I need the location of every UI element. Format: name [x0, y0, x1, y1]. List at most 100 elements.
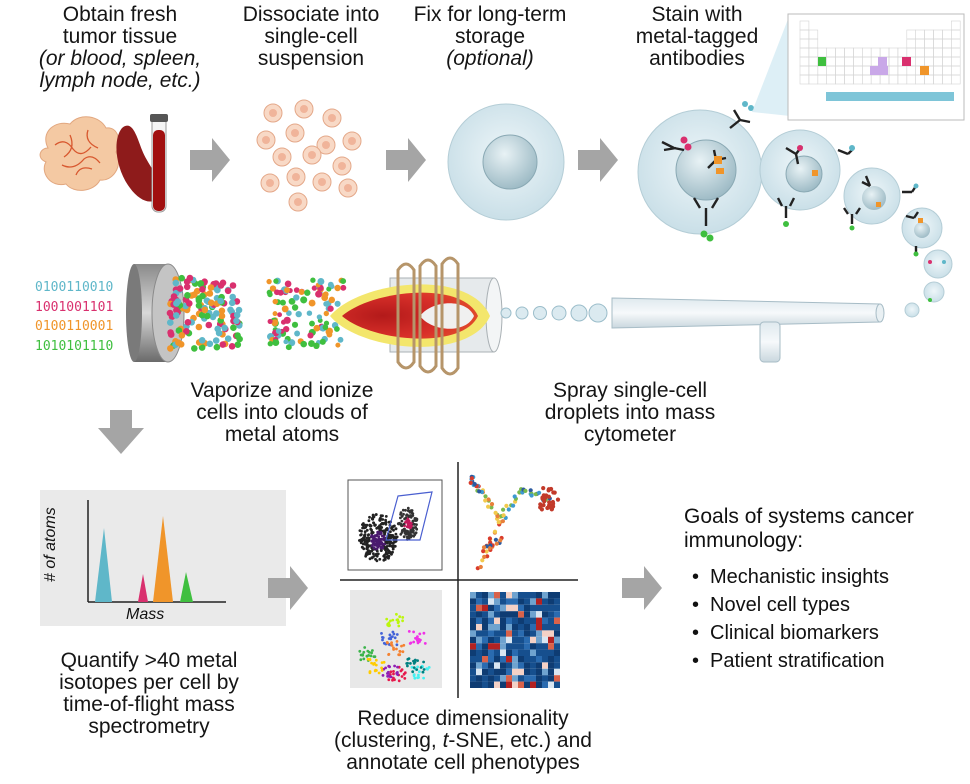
- tsne-point: [395, 612, 398, 616]
- heatmap-cell: [500, 656, 506, 663]
- heatmap-cell: [500, 668, 506, 676]
- atom-dot: [198, 311, 206, 319]
- scatter-point: [372, 552, 375, 556]
- tsne-point: [374, 658, 378, 662]
- arrow-right-icon: [578, 138, 618, 182]
- heatmap-cell: [488, 681, 494, 688]
- tsne-point: [366, 657, 370, 661]
- scatter-point: [366, 534, 370, 537]
- tree-node: [501, 513, 506, 518]
- caption-line: Dissociate into: [242, 3, 380, 26]
- heatmap-cell: [554, 624, 560, 631]
- tree-node: [495, 514, 500, 519]
- heatmap-cell: [506, 611, 512, 618]
- tree-node: [547, 500, 552, 505]
- heatmap-cell: [542, 662, 548, 669]
- heatmap-cell: [524, 636, 530, 644]
- heatmap-cell: [536, 681, 542, 688]
- heatmap-cell: [506, 668, 512, 676]
- scatter-point: [399, 516, 402, 520]
- heatmap-cell: [506, 656, 512, 663]
- caption-line: Obtain fresh: [62, 3, 178, 26]
- tsne-point: [397, 624, 401, 628]
- tsne-point: [426, 667, 429, 671]
- stained-cell-medium: [759, 129, 841, 211]
- scatter-point: [406, 506, 410, 510]
- tree-node: [538, 505, 543, 510]
- heatmap-cell: [470, 681, 476, 688]
- heatmap-cell: [482, 649, 488, 656]
- scatter-point: [390, 526, 393, 530]
- heatmap-cell: [518, 604, 524, 612]
- atom-dot: [300, 340, 307, 348]
- tsne-point: [416, 659, 419, 662]
- heatmap-cell: [542, 617, 548, 624]
- scatter-point: [392, 544, 396, 548]
- heatmap-cell: [488, 624, 494, 631]
- heatmap-cell: [530, 617, 536, 624]
- atom-dot: [205, 321, 213, 329]
- caption-text: -SNE, etc.) and: [448, 729, 592, 752]
- caption-dissociate: Dissociate into single-cell suspension: [226, 4, 396, 70]
- heatmap-cell: [500, 649, 506, 656]
- heatmap-cell: [482, 668, 488, 676]
- tree-node: [468, 480, 473, 485]
- atom-dot: [234, 341, 242, 349]
- heatmap-cell: [494, 681, 500, 688]
- heatmap-cell: [554, 636, 560, 644]
- atom-dot: [283, 339, 289, 345]
- tree-node: [489, 505, 494, 510]
- tsne-point: [362, 650, 366, 654]
- heatmap-cell: [548, 681, 554, 688]
- atom-dot: [326, 286, 332, 292]
- heatmap-cell: [554, 656, 560, 663]
- tsne-point: [385, 617, 389, 621]
- atom-dot: [215, 329, 223, 337]
- heatmap-cell: [494, 636, 500, 644]
- atom-dot: [308, 299, 316, 307]
- arrow-down-icon: [98, 410, 144, 454]
- heatmap-cell: [518, 662, 524, 669]
- scatter-point: [401, 508, 405, 512]
- scatter-point: [409, 522, 413, 525]
- atom-dot: [175, 327, 183, 334]
- metal-tag-dots: [680, 101, 946, 302]
- tsne-point: [412, 630, 415, 634]
- atom-dot: [266, 278, 272, 285]
- scatter-point: [365, 536, 369, 540]
- atom-dot: [229, 282, 237, 289]
- atom-dot: [214, 286, 221, 294]
- heatmap-cell: [536, 617, 542, 624]
- tsne-point: [412, 662, 416, 665]
- atom-dot: [293, 287, 300, 293]
- heatmap-cell: [500, 624, 506, 631]
- tree-node: [541, 486, 546, 491]
- heatmap-cell: [512, 662, 518, 669]
- heatmap-cell: [506, 636, 512, 644]
- heatmap-cell: [488, 592, 494, 599]
- scatter-point: [409, 528, 413, 532]
- scatter-point: [407, 534, 411, 538]
- caption-line: storage: [454, 25, 526, 48]
- atom-dot: [323, 310, 329, 317]
- scatter-point: [391, 550, 394, 554]
- heatmap-cell: [542, 668, 548, 676]
- heatmap-cell: [524, 649, 530, 656]
- scatter-point: [377, 525, 380, 529]
- spleen-icon: [116, 125, 160, 202]
- tree-node: [498, 538, 503, 543]
- tsne-point: [361, 653, 364, 657]
- tsne-point: [417, 676, 420, 679]
- scatter-point: [380, 542, 383, 546]
- scatter-point: [360, 529, 363, 533]
- heatmap-cell: [482, 656, 488, 663]
- heatmap-cell: [482, 636, 488, 644]
- tsne-point: [386, 670, 390, 674]
- caption-line: Quantify >40 metal: [60, 649, 238, 672]
- heatmap-cell: [476, 624, 482, 631]
- caption-spray: Spray single-cell droplets into mass cyt…: [520, 380, 740, 446]
- heatmap-cell: [530, 675, 536, 682]
- scatter-point: [384, 552, 388, 556]
- caption-line: cytometer: [583, 423, 677, 446]
- heatmap-cell: [488, 675, 494, 682]
